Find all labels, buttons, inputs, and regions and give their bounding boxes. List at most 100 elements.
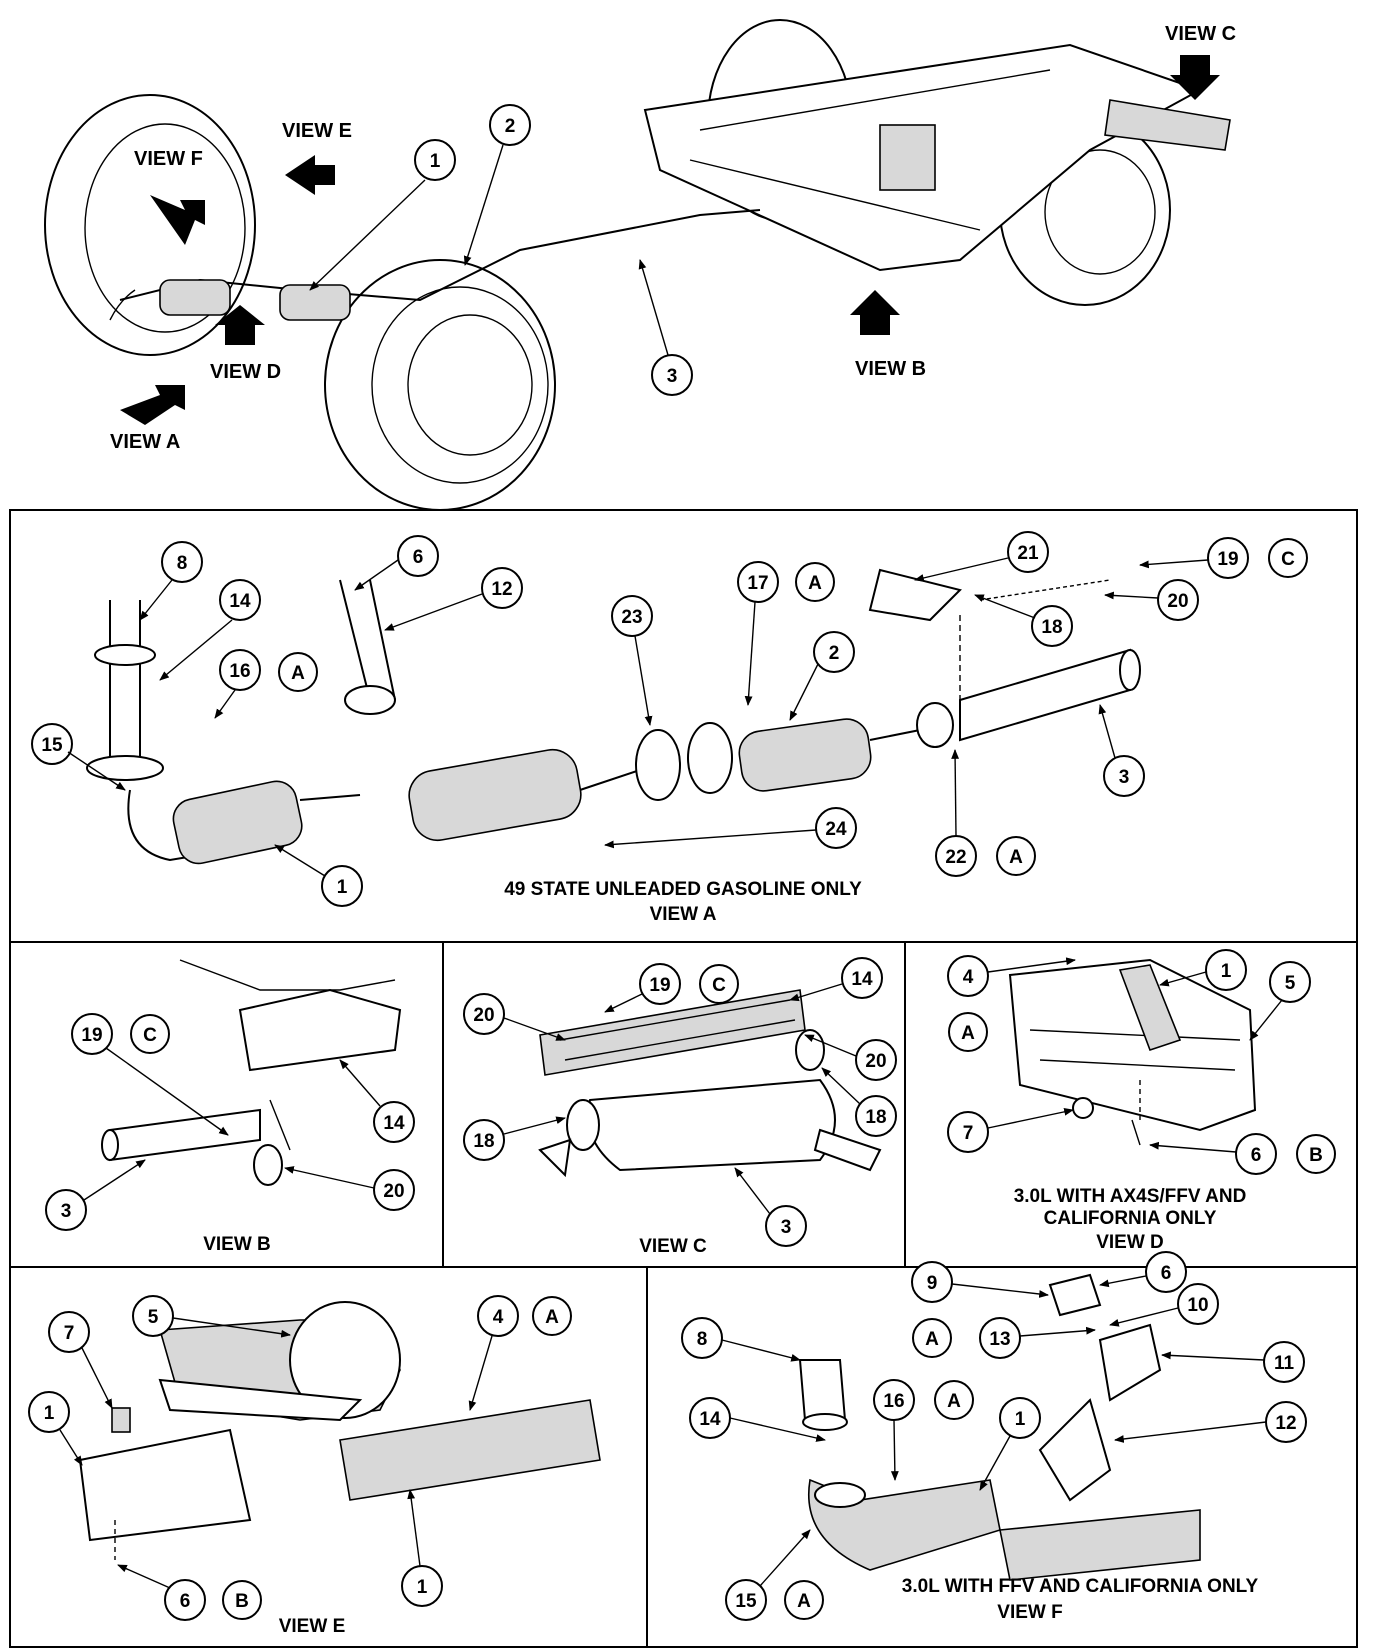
arrow-icon xyxy=(850,290,900,335)
catalytic-converter-shield xyxy=(1008,958,1257,1132)
svg-text:C: C xyxy=(1281,549,1295,570)
svg-text:22: 22 xyxy=(945,847,966,868)
svg-text:6: 6 xyxy=(1251,1145,1262,1166)
view-d-illustration xyxy=(1008,958,1257,1146)
view-a-caption-1: 49 STATE UNLEADED GASOLINE ONLY xyxy=(504,879,862,900)
gasket xyxy=(687,722,733,794)
hanger-insulator xyxy=(566,1099,600,1151)
tailpipe xyxy=(959,648,1131,742)
label-view-f: VIEW F xyxy=(134,148,203,170)
callout-9: 9 xyxy=(911,1261,953,1303)
callout-1b: 1 xyxy=(401,1565,443,1607)
svg-text:19: 19 xyxy=(649,975,670,996)
svg-text:12: 12 xyxy=(1275,1413,1296,1434)
callout-20: 20 xyxy=(1157,579,1199,621)
svg-text:21: 21 xyxy=(1017,543,1039,564)
arrow-icon xyxy=(150,195,205,245)
arrow-icon xyxy=(215,305,265,345)
callout-6: 6 xyxy=(1235,1133,1277,1175)
callout-19: 19 xyxy=(639,963,681,1005)
view-f-illustration xyxy=(798,1273,1201,1581)
svg-text:1: 1 xyxy=(417,1577,428,1598)
hanger-insulator xyxy=(795,1029,825,1071)
view-e-callouts: 5 7 4 A 1 1 6 B xyxy=(28,1295,572,1621)
svg-text:7: 7 xyxy=(64,1323,75,1344)
callout-4: 4 xyxy=(947,955,989,997)
view-b-illustration xyxy=(101,959,402,1186)
callout-14: 14 xyxy=(219,579,261,621)
callout-7: 7 xyxy=(947,1111,989,1153)
tag-a: A xyxy=(948,1012,988,1052)
svg-text:9: 9 xyxy=(927,1273,938,1294)
bracket xyxy=(111,1407,131,1433)
svg-text:24: 24 xyxy=(825,819,847,840)
callout-14: 14 xyxy=(841,957,883,999)
tailpipe xyxy=(109,1108,261,1162)
callout-13: 13 xyxy=(979,1317,1021,1359)
view-d-caption-3: VIEW D xyxy=(1096,1232,1164,1253)
callout-19: 19 xyxy=(1207,537,1249,579)
svg-text:A: A xyxy=(961,1023,975,1044)
view-e-illustration xyxy=(78,1301,601,1560)
svg-text:A: A xyxy=(797,1591,811,1612)
callout-4: 4 xyxy=(477,1295,519,1337)
callout-2: 2 xyxy=(489,104,531,146)
svg-text:19: 19 xyxy=(81,1025,102,1046)
frame-crossmember xyxy=(238,988,402,1072)
callout-18: 18 xyxy=(463,1119,505,1161)
callout-5: 5 xyxy=(1269,961,1311,1003)
frame-rail xyxy=(539,989,806,1076)
callout-6: 6 xyxy=(397,535,439,577)
callout-14: 14 xyxy=(689,1397,731,1439)
callout-21: 21 xyxy=(1007,531,1049,573)
callout-3: 3 xyxy=(765,1205,807,1247)
svg-text:14: 14 xyxy=(229,591,251,612)
svg-text:17: 17 xyxy=(747,573,768,594)
callout-6: 6 xyxy=(1145,1251,1187,1293)
tag-a: A xyxy=(784,1580,824,1620)
callout-6: 6 xyxy=(164,1579,206,1621)
label-view-c: VIEW C xyxy=(1165,23,1236,45)
svg-text:18: 18 xyxy=(865,1107,886,1128)
callout-17: 17 xyxy=(737,561,779,603)
tag-a: A xyxy=(996,836,1036,876)
view-d-callouts: 4 A 1 5 7 6 B xyxy=(947,949,1336,1175)
svg-text:15: 15 xyxy=(41,735,63,756)
svg-text:7: 7 xyxy=(963,1123,974,1144)
callout-20b: 20 xyxy=(855,1039,897,1081)
tag-b: B xyxy=(222,1580,262,1620)
svg-text:15: 15 xyxy=(735,1591,757,1612)
svg-text:C: C xyxy=(143,1025,157,1046)
callout-3: 3 xyxy=(651,354,693,396)
svg-text:20: 20 xyxy=(865,1051,886,1072)
callout-8: 8 xyxy=(681,1317,723,1359)
svg-text:8: 8 xyxy=(697,1329,708,1350)
view-d-caption-2: CALIFORNIA ONLY xyxy=(1044,1208,1217,1229)
svg-text:1: 1 xyxy=(337,877,348,898)
callout-20: 20 xyxy=(463,993,505,1035)
svg-text:6: 6 xyxy=(413,547,424,568)
overview-illustration xyxy=(44,19,1231,511)
gasket xyxy=(635,729,681,801)
svg-text:18: 18 xyxy=(473,1131,494,1152)
svg-text:8: 8 xyxy=(177,553,188,574)
hanger-bracket xyxy=(868,568,962,622)
catalytic-converter-2 xyxy=(408,748,582,842)
tag-c: C xyxy=(699,964,739,1004)
rear-muffler xyxy=(1104,99,1231,151)
callout-1: 1 xyxy=(321,865,363,907)
front-right-tire xyxy=(324,259,556,511)
hanger-insulator xyxy=(253,1144,283,1186)
manifold-converter xyxy=(1098,1323,1162,1402)
tag-b: B xyxy=(1296,1134,1336,1174)
catalytic-converter-right xyxy=(339,1399,601,1501)
svg-text:6: 6 xyxy=(180,1591,191,1612)
svg-text:C: C xyxy=(712,975,726,996)
view-e-caption: VIEW E xyxy=(279,1616,346,1637)
callout-18b: 18 xyxy=(855,1095,897,1137)
exhaust-pipe-flange xyxy=(798,1359,847,1421)
nut xyxy=(1072,1097,1094,1119)
view-a-illustration xyxy=(86,568,1141,865)
callout-16: 16 xyxy=(873,1379,915,1421)
callout-19: 19 xyxy=(71,1013,113,1055)
